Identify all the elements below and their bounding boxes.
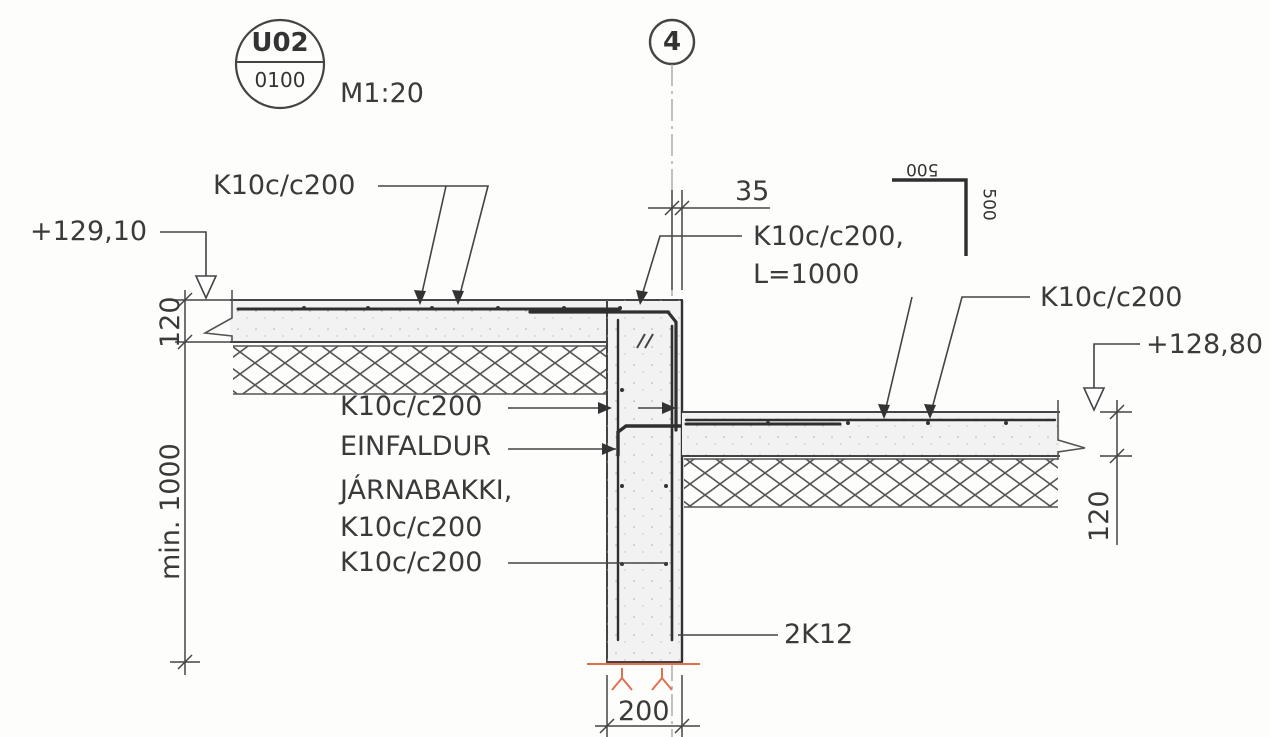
bend-schedule — [892, 178, 968, 256]
reinforcement — [236, 307, 1057, 642]
level-upper: +129,10 — [30, 216, 148, 247]
rebar-label-wall-vertical: K10c/c200 — [340, 547, 483, 578]
lower-soil — [684, 458, 1058, 508]
upper-soil — [233, 345, 611, 395]
rebar-label-lower-slab: K10c/c200 — [1040, 282, 1183, 313]
detail-sheet: 0100 — [254, 68, 306, 92]
rebar-label-top-slab: K10c/c200 — [213, 170, 356, 201]
rebar-label-bent-bar-2: L=1000 — [753, 259, 860, 290]
rebar-label-wall-link: K10c/c200 — [340, 391, 483, 422]
rebar-label-tray-2: JÁRNABAKKI, — [340, 475, 513, 506]
grid-axis-label: 4 — [662, 27, 682, 57]
leader-lines — [378, 185, 1030, 636]
detail-bubble — [234, 18, 326, 110]
rebar-label-wall-bottom: 2K12 — [784, 619, 854, 650]
level-marker-upper — [160, 231, 218, 300]
wall — [606, 299, 684, 663]
rebar-label-bent-bar-1: K10c/c200, — [753, 221, 904, 252]
scale-label: M1:20 — [340, 78, 424, 109]
rebar-label-tray-3: K10c/c200 — [340, 512, 483, 543]
level-lower: +128,80 — [1146, 329, 1264, 360]
dim-wall-depth: min. 1000 — [155, 443, 186, 580]
level-marker-lower — [1082, 343, 1140, 412]
dimension-lines — [170, 190, 1132, 737]
dim-bottom-slab: 120 — [1084, 490, 1115, 542]
dim-wall-width: 200 — [618, 696, 670, 727]
bend-leg-vertical: 500 — [978, 188, 999, 221]
bend-leg-horizontal: 500 — [906, 159, 939, 179]
dim-offset: 35 — [735, 176, 770, 207]
footing-line — [587, 663, 700, 691]
detail-id: U02 — [251, 28, 309, 58]
dim-top-slab: 120 — [155, 296, 186, 348]
rebar-label-tray-1: EINFALDUR — [340, 431, 492, 462]
leader-arrowheads — [414, 290, 936, 455]
